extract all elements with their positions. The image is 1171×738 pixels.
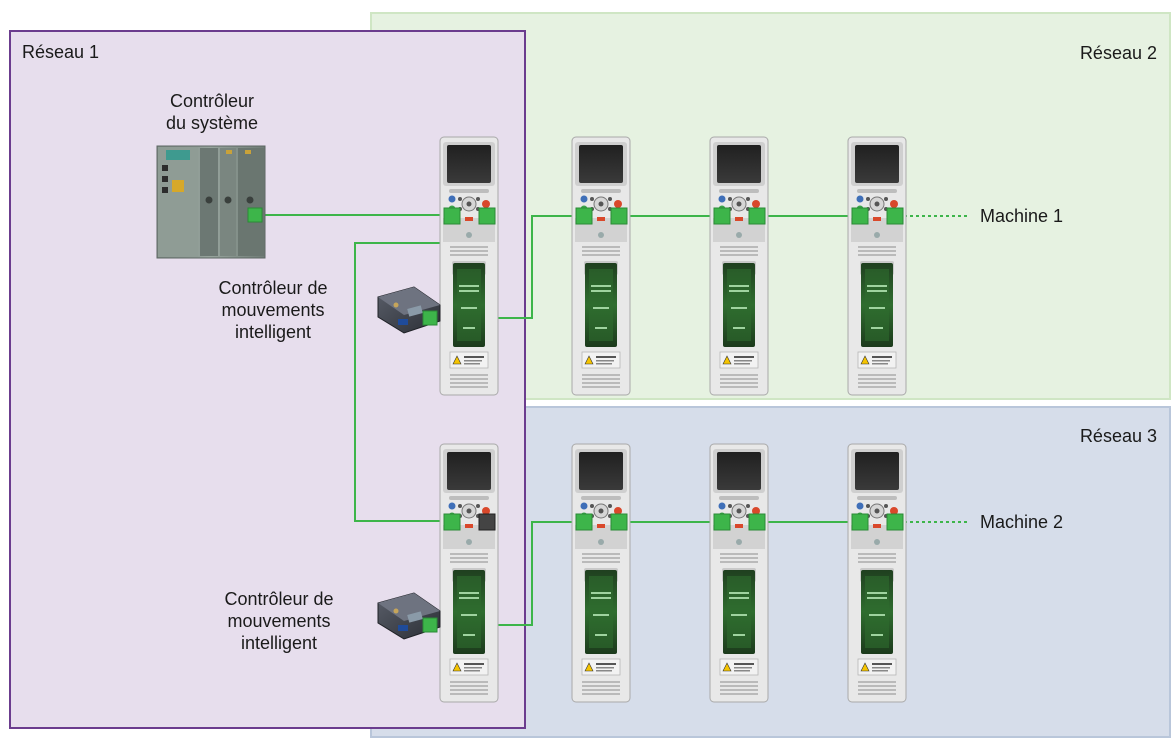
drive-4-port-b	[886, 207, 904, 225]
machine-1-label: Machine 1	[980, 206, 1064, 226]
drive-1	[439, 136, 499, 396]
drive-2	[571, 136, 631, 396]
machine-links	[898, 215, 970, 523]
drive-8-port-b	[886, 513, 904, 531]
drive-5	[439, 443, 499, 703]
network-3-label: Réseau 3	[1079, 426, 1157, 446]
drive-5-unused-port	[478, 513, 496, 531]
drive-6-port-b	[610, 513, 628, 531]
network-2-label: Réseau 2	[1079, 43, 1157, 63]
drive-2-port-a	[575, 207, 593, 225]
motion-controller-card-1	[377, 286, 441, 334]
drive-2-port-b	[610, 207, 628, 225]
drive-3-port-a	[713, 207, 731, 225]
drive-7	[709, 443, 769, 703]
drive-8-port-a	[851, 513, 869, 531]
drive-4-port-a	[851, 207, 869, 225]
drive-1-port-a	[443, 207, 461, 225]
motion-controller-bottom-label: Contrôleur de mouvements intelligent	[224, 589, 334, 653]
card-1-port	[422, 310, 438, 326]
system-controller	[156, 145, 266, 259]
motion-controller-top-label: Contrôleur de mouvements intelligent	[218, 278, 328, 342]
drive-3-port-b	[748, 207, 766, 225]
drive-7-port-a	[713, 513, 731, 531]
drive-5-port-a	[443, 513, 461, 531]
drive-8	[847, 443, 907, 703]
drive-6-port-a	[575, 513, 593, 531]
network-1-label: Réseau 1	[22, 42, 100, 62]
drive-4	[847, 136, 907, 396]
drive-6	[571, 443, 631, 703]
machine-2-label: Machine 2	[980, 512, 1064, 532]
drive-3	[709, 136, 769, 396]
drive-ports	[443, 207, 904, 531]
drive-1-port-b	[478, 207, 496, 225]
card-2-port	[422, 617, 438, 633]
drive-7-port-b	[748, 513, 766, 531]
system-controller-label: Contrôleur du système	[165, 91, 259, 133]
plc-ethernet-port	[247, 207, 263, 223]
